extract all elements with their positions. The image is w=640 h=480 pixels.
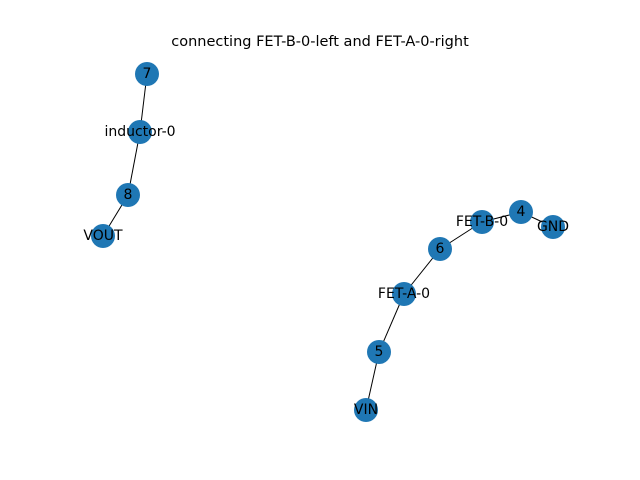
graph-node-label-8: 8 xyxy=(124,187,133,203)
graph-node-label-VOUT: VOUT xyxy=(83,228,123,244)
graph-node-8 xyxy=(116,183,140,207)
graph-node-label-FET-B-0: FET-B-0 xyxy=(456,214,508,230)
graph-node-label-FET-A-0: FET-A-0 xyxy=(378,286,430,302)
graph-node-label-VIN: VIN xyxy=(354,402,378,418)
graph-node-FET-A-0 xyxy=(392,282,416,306)
graph-node-label-7: 7 xyxy=(143,66,152,82)
graph-node-6 xyxy=(428,237,452,261)
graph-node-label-5: 5 xyxy=(375,344,384,360)
graph-node-label-4: 4 xyxy=(517,204,526,220)
graph-node-FET-B-0 xyxy=(470,210,494,234)
graph-node-5 xyxy=(367,340,391,364)
graph-node-GND xyxy=(541,215,565,239)
graph-node-label-inductor-0: inductor-0 xyxy=(104,124,175,140)
graph-node-label-GND: GND xyxy=(537,219,569,235)
graph-node-inductor-0 xyxy=(128,120,152,144)
graph-node-7 xyxy=(135,62,159,86)
nodes-layer xyxy=(91,62,565,422)
graph-node-VOUT xyxy=(91,224,115,248)
graph-node-label-6: 6 xyxy=(436,241,445,257)
chart-title: connecting FET-B-0-left and FET-A-0-righ… xyxy=(171,34,469,50)
graph-node-VIN xyxy=(354,398,378,422)
graph-node-4 xyxy=(509,200,533,224)
